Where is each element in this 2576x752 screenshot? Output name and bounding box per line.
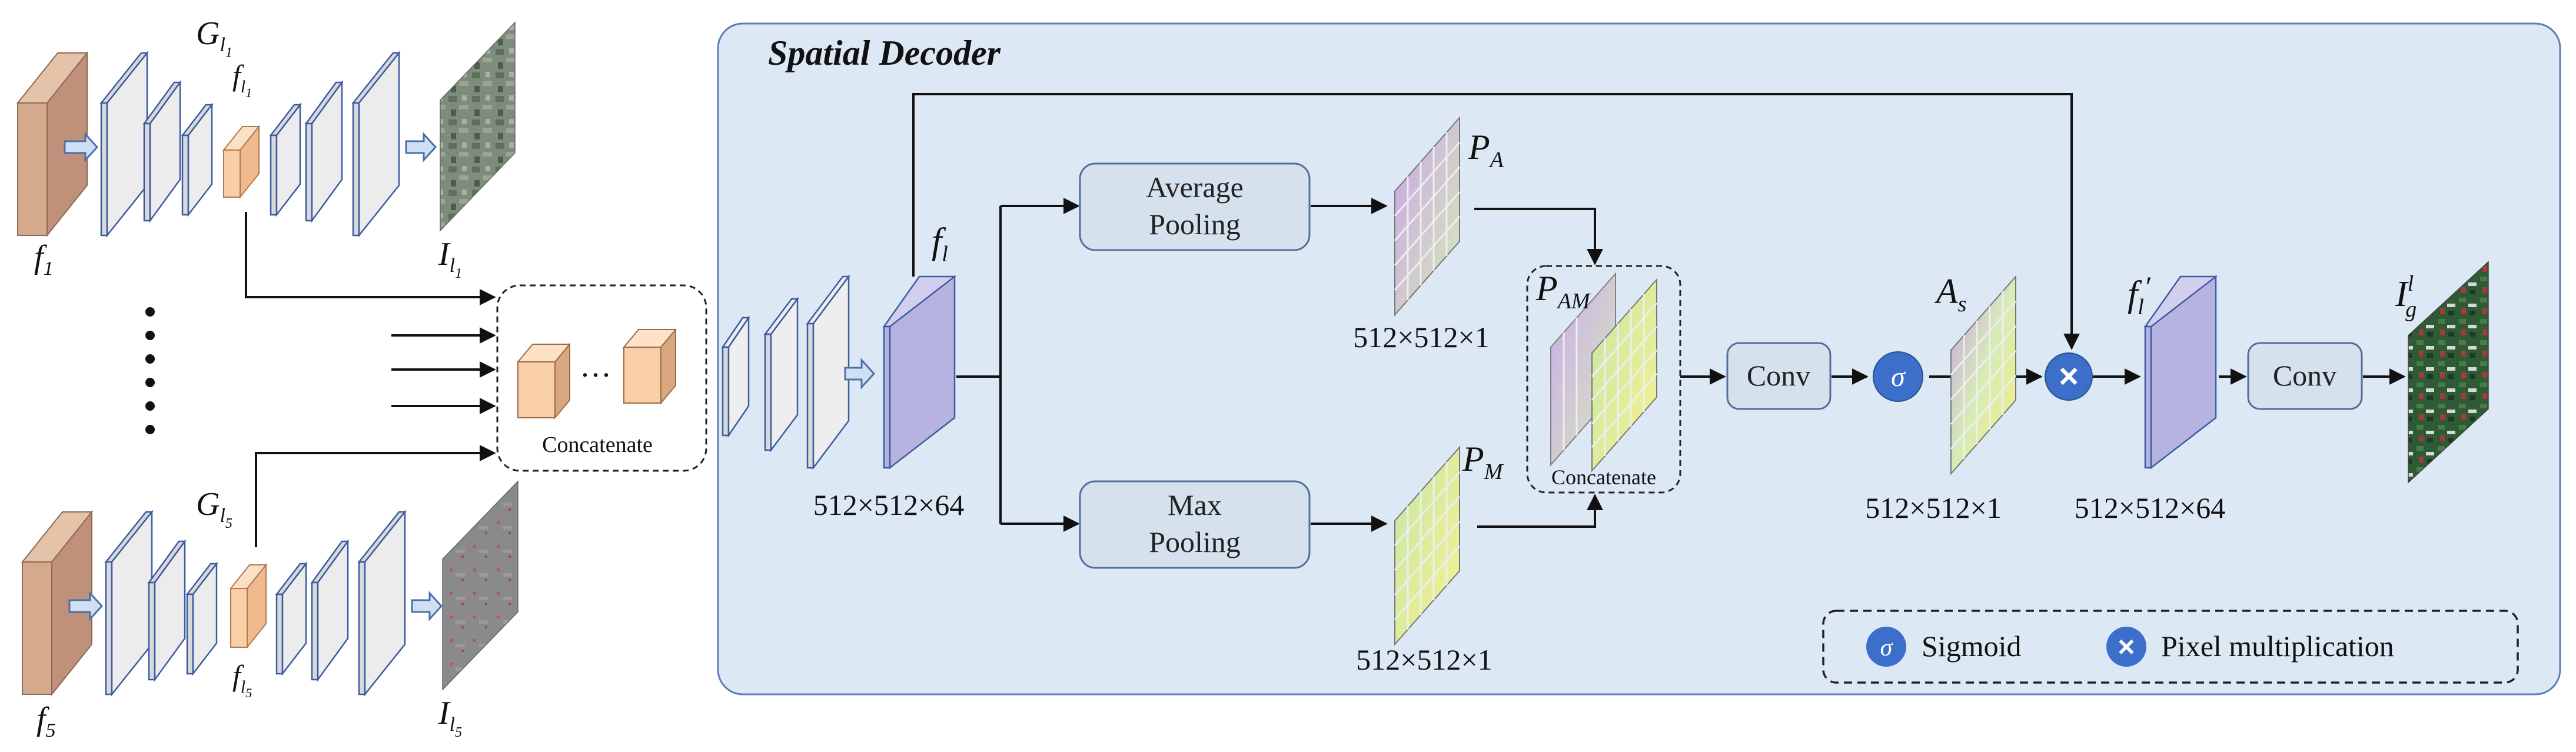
legend: σ Sigmoid × Pixel multiplication — [1822, 610, 2519, 684]
svg-text:Pooling: Pooling — [1149, 208, 1241, 241]
legend-multiply-text: Pixel multiplication — [2161, 630, 2394, 663]
encoder-bottom: f5 Gl5 fl5 Il5 — [21, 480, 518, 741]
input-label-bottom: f5 — [36, 701, 56, 741]
legend-sigmoid-icon — [1866, 627, 1906, 667]
average-pooling-box: Average Pooling — [1079, 162, 1311, 251]
as-dim: 512×512×1 — [1865, 491, 2001, 524]
svg-text:Conv: Conv — [2273, 359, 2336, 392]
svg-text:×: × — [2118, 630, 2135, 663]
spatial-decoder-panel: Spatial Decoder fl 512×512×64 — [717, 22, 2561, 696]
panel-title: Spatial Decoder — [768, 34, 1001, 72]
pa-grid — [1394, 116, 1461, 317]
output-label-top: Il1 — [438, 236, 462, 281]
svg-text:Max: Max — [1168, 488, 1222, 521]
f-label-top: fl1 — [232, 59, 252, 100]
g-label-top: Gl1 — [196, 15, 232, 61]
conv2-box: Conv — [2247, 342, 2363, 410]
fl-dim: 512×512×64 — [813, 488, 964, 521]
pa-dim: 512×512×1 — [1353, 321, 1489, 354]
sigmoid-op: σ — [1873, 351, 1923, 402]
concat-dots: ··· — [580, 357, 611, 392]
svg-text:σ: σ — [1891, 361, 1906, 392]
input-label-top: f1 — [34, 239, 54, 279]
max-pooling-box: Max Pooling — [1079, 480, 1311, 569]
svg-text:σ: σ — [1880, 634, 1894, 661]
conv1-box: Conv — [1726, 342, 1832, 410]
legend-multiply-icon — [2106, 627, 2146, 667]
encoder-concat-group: ··· Concatenate — [496, 284, 707, 472]
svg-text:Pooling: Pooling — [1149, 525, 1241, 558]
svg-text:Conv: Conv — [1747, 359, 1810, 392]
pam-concat-group: PAM Concatenate — [1526, 265, 1681, 494]
as-grid — [1950, 275, 2017, 475]
svg-text:Average: Average — [1146, 171, 1244, 204]
g-label-bottom: Gl5 — [196, 486, 232, 531]
pm-grid — [1394, 445, 1461, 646]
legend-sigmoid-text: Sigmoid — [1922, 630, 2021, 663]
as-label: As — [1934, 272, 1966, 317]
ellipsis-dots — [145, 307, 155, 434]
output-label-bottom: Il5 — [438, 695, 462, 740]
pam-concat-label: Concatenate — [1551, 465, 1656, 489]
encoder-connections — [245, 212, 496, 547]
encoder-top: f1 Gl1 fl1 Il1 — [16, 15, 516, 281]
decoder-flow-lines — [912, 93, 2406, 532]
svg-text:×: × — [2059, 357, 2079, 395]
pam-label: PAM — [1535, 269, 1591, 314]
flp-dim: 512×512×64 — [2075, 491, 2225, 524]
pm-label: PM — [1462, 440, 1504, 484]
multiply-op: × — [2045, 352, 2093, 401]
pm-dim: 512×512×1 — [1356, 643, 1492, 676]
f-label-bottom: fl5 — [232, 659, 252, 700]
flp-feature-map — [2143, 275, 2218, 470]
output-image — [2408, 261, 2489, 484]
pa-label: PA — [1468, 128, 1504, 172]
encoder-concat-label: Concatenate — [542, 432, 653, 457]
fl-feature-map — [882, 275, 956, 470]
decoder-input-layers — [721, 274, 850, 470]
